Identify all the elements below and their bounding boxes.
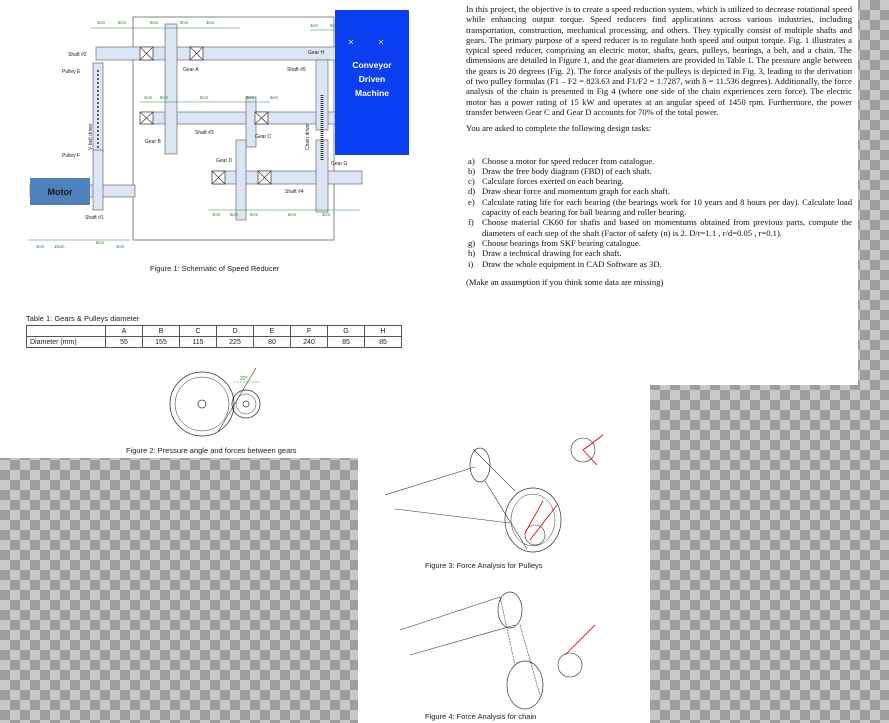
svg-text:3cm: 3cm [116,244,125,249]
conveyor-label-3: Machine [355,88,389,98]
svg-text:5cm: 5cm [150,20,159,25]
gear-g-label: Gear G [331,161,348,167]
speed-reducer-schematic: Motor Conveyor Driven Machine Shaft #2 S… [28,10,409,249]
task-list: a)Choose a motor for speed reducer from … [466,156,852,269]
intro-paragraph: In this project, the objective is to cre… [466,4,852,117]
chain-driver-label: Chain driver [305,123,311,150]
svg-text:5cm: 5cm [330,23,339,28]
svg-text:3cm: 3cm [206,20,215,25]
svg-text:5cm: 5cm [180,20,189,25]
gear-d-label: Gear D [216,158,233,164]
svg-text:6cm: 6cm [288,212,297,217]
svg-text:3cm: 3cm [144,95,153,100]
gears-pulleys-table: A B C D E F G H Diameter (mm) 55 155 115… [26,325,402,348]
figure3-caption: Figure 3: Force Analysis for Pulleys [425,561,543,570]
pulley-force-figure [385,434,604,553]
task-item: d)Draw shear force and momentum graph fo… [468,186,670,197]
svg-text:8cm: 8cm [96,240,105,245]
page-bottom-middle [358,385,650,723]
figure1-caption: Figure 1: Schematic of Speed Reducer [150,264,280,273]
page-right-column [462,0,858,385]
svg-text:5cm: 5cm [230,212,239,217]
motor-label: Motor [48,187,73,197]
svg-text:5cm: 5cm [246,95,255,100]
svg-text:8cm: 8cm [200,95,209,100]
conveyor-label-2: Driven [359,74,385,84]
task-item: i)Draw the whole equipment in CAD Softwa… [468,258,662,269]
svg-text:3cm: 3cm [97,20,106,25]
pulley-f-label: Pulley F [62,153,80,159]
figure4-caption: Figure 4: Force Analysis for chain [425,712,537,721]
belt-driver-label: V belt driver [88,123,94,150]
shaft-1-label: Shaft #1 [85,215,104,221]
svg-text:6cm: 6cm [270,95,279,100]
chain-force-figure [399,591,596,710]
gear-a-label: Gear A [183,67,199,73]
svg-text:3cm: 3cm [310,23,319,28]
task-item: e)Calculate rating life for each bearing… [468,196,852,218]
task-item: a)Choose a motor for speed reducer from … [468,155,655,166]
svg-text:15cm: 15cm [54,244,65,249]
pulley-e-label: Pulley E [62,69,81,75]
task-intro: You are asked to complete the following … [466,123,652,134]
svg-text:5cm: 5cm [250,212,259,217]
motor-block [30,178,90,205]
svg-text:20°: 20° [240,376,248,382]
task-item: f)Choose material CK60 for shafts and ba… [468,217,852,238]
svg-text:6cm: 6cm [160,95,169,100]
shaft-5-label: Shaft #5 [287,67,306,73]
shaft-2-label: Shaft #2 [68,52,87,58]
figure2-caption: Figure 2: Pressure angle and forces betw… [126,446,297,455]
svg-text:3cm: 3cm [322,212,331,217]
task-item: c)Calculate forces exerted on each beari… [468,176,624,187]
note: (Make an assumption if you think some da… [466,276,664,287]
svg-text:3cm: 3cm [36,244,45,249]
task-item: b)Draw the free body diagram (FBD) of ea… [468,165,652,176]
svg-text:3cm: 3cm [212,212,221,217]
table-title: Table 1: Gears & Pulleys diameter [26,314,140,323]
gear-pressure-angle-figure: 20° [169,367,261,437]
conveyor-block [335,10,409,155]
task-item: h)Draw a technical drawing for each shaf… [468,248,622,259]
gear-b-label: Gear B [145,139,162,145]
shaft-3-label: Shaft #3 [195,130,214,136]
conveyor-label-1: Conveyor [352,60,392,70]
task-item: g)Choose bearings from SKF bearing catal… [468,237,641,248]
shaft-4-label: Shaft #4 [285,189,304,195]
svg-text:5cm: 5cm [118,20,127,25]
assignment-text: In this project, the objective is to cre… [466,4,852,293]
gear-c-label: Gear C [255,134,272,140]
gear-h-label: Gear H [308,50,325,56]
dimension-lines [28,27,360,241]
